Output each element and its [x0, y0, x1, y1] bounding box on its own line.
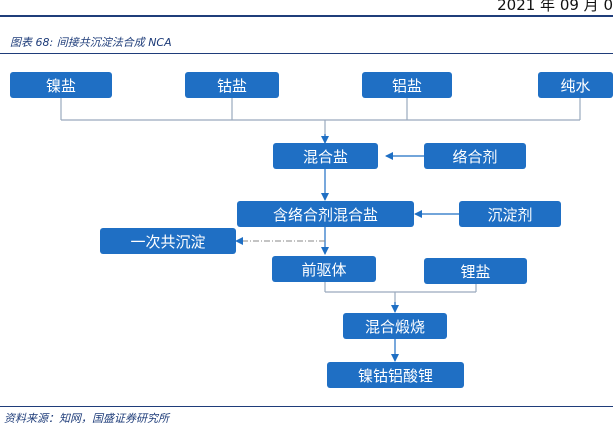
node-cobalt-salt: 钴盐	[185, 72, 279, 98]
salts-merge-lines	[60, 98, 581, 136]
node-nca: 镍钴铝酸锂	[327, 362, 464, 388]
node-precipitant: 沉淀剂	[459, 201, 561, 227]
node-precursor: 前驱体	[272, 256, 376, 282]
calcination-merge-lines	[324, 281, 477, 305]
figure-title: 图表 68: 间接共沉淀法合成 NCA	[10, 36, 172, 49]
report-date: 2021 年 09 月 0	[497, 0, 613, 14]
header-rule	[0, 15, 613, 17]
node-nickel-salt: 镍盐	[10, 72, 112, 98]
node-pure-water: 纯水	[538, 72, 613, 98]
node-primary-coprecipitation: 一次共沉淀	[100, 228, 236, 254]
node-aluminum-salt: 铝盐	[362, 72, 452, 98]
node-complex-mixed-salt: 含络合剂混合盐	[237, 201, 414, 227]
title-rule	[0, 53, 613, 54]
node-lithium-salt: 锂盐	[424, 258, 527, 284]
source-note: 资料来源：知网，国盛证券研究所	[4, 412, 169, 425]
node-complexing-agent: 络合剂	[424, 143, 526, 169]
footer-rule	[0, 406, 613, 407]
node-mixed-calcination: 混合煅烧	[343, 313, 447, 339]
node-mixed-salt: 混合盐	[273, 143, 378, 169]
